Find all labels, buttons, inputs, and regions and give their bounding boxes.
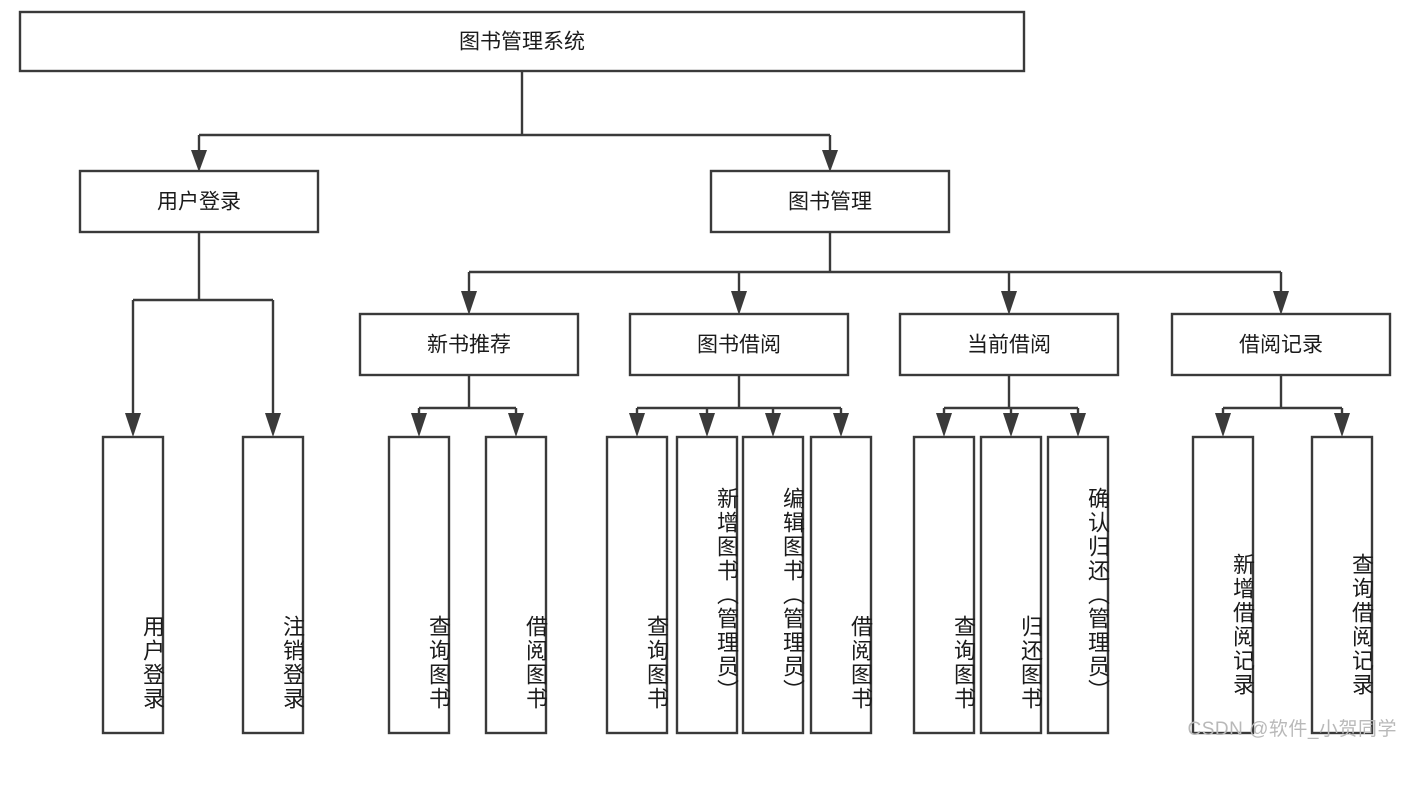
leaf-box-user-login[interactable] [101,435,165,735]
node-root-book-management-system[interactable]: 图书管理系统 [18,10,1026,73]
arrow-to-leaf-query-book-1 [411,413,427,437]
node-user-login-label: 用户登录 [157,191,241,214]
arrow-to-current-borrow [1001,291,1017,315]
node-current-borrow-label: 当前借阅 [967,334,1051,357]
flowchart-svg: 图书管理系统 用户登录 图书管理 新书推荐 图书借阅 当前借阅 借阅记录 [18,10,1392,735]
node-new-book-recommend-label: 新书推荐 [427,334,511,357]
arrow-to-borrow-record [1273,291,1289,315]
csdn-watermark: CSDN @软件_小贺同学 [1187,719,1397,740]
node-book-borrow-label: 图书借阅 [697,334,781,357]
arrow-to-user-login [191,150,207,172]
node-user-login[interactable]: 用户登录 [78,169,320,234]
leaf-box-add-book[interactable] [675,435,739,735]
leaf-box-confirm-return[interactable] [1046,435,1110,735]
node-book-borrow-box[interactable] [628,312,850,377]
connectors-group [125,71,1350,437]
arrow-to-leaf-query-book-2 [629,413,645,437]
leaf-box-borrow-book-1[interactable] [484,435,548,735]
node-book-management-label: 图书管理 [788,191,872,214]
leaf-box-query-book-2[interactable] [605,435,669,735]
leaf-box-add-record[interactable] [1191,435,1255,735]
node-borrow-record-label: 借阅记录 [1239,334,1323,357]
leaf-box-return-book[interactable] [979,435,1043,735]
leaf-box-logout[interactable] [241,435,305,735]
arrow-to-new-book [461,291,477,315]
node-current-borrow-box[interactable] [898,312,1120,377]
leaf-box-query-record[interactable] [1310,435,1374,735]
node-borrow-record[interactable]: 借阅记录 [1170,312,1392,377]
leaf-box-edit-book[interactable] [741,435,805,735]
arrow-to-leaf-borrow-book-2 [833,413,849,437]
arrow-to-leaf-add-book [699,413,715,437]
node-root-label: 图书管理系统 [459,31,585,54]
arrow-to-book-borrow [731,291,747,315]
node-current-borrow[interactable]: 当前借阅 [898,312,1120,377]
node-new-book-recommend-box[interactable] [358,312,580,377]
arrow-to-leaf-edit-book [765,413,781,437]
node-book-borrow[interactable]: 图书借阅 [628,312,850,377]
leaf-box-borrow-book-2[interactable] [809,435,873,735]
node-book-management-box[interactable] [709,169,951,234]
arrow-to-leaf-confirm-return [1070,413,1086,437]
leaf-box-query-book-1[interactable] [387,435,451,735]
leaf-box-query-book-3[interactable] [912,435,976,735]
node-borrow-record-box[interactable] [1170,312,1392,377]
arrow-to-leaf-logout [265,413,281,437]
arrow-to-leaf-user-login [125,413,141,437]
arrow-to-leaf-return-book [1003,413,1019,437]
arrow-to-leaf-add-record [1215,413,1231,437]
node-user-login-box[interactable] [78,169,320,234]
arrow-to-leaf-query-record [1334,413,1350,437]
node-root-box[interactable] [18,10,1026,73]
arrow-to-leaf-query-book-3 [936,413,952,437]
node-book-management[interactable]: 图书管理 [709,169,951,234]
arrow-to-book-mgmt [822,150,838,172]
arrow-to-leaf-borrow-book-1 [508,413,524,437]
node-new-book-recommend[interactable]: 新书推荐 [358,312,580,377]
flowchart-canvas: 图书管理系统 用户登录 图书管理 新书推荐 图书借阅 当前借阅 借阅记录 [18,10,1397,740]
